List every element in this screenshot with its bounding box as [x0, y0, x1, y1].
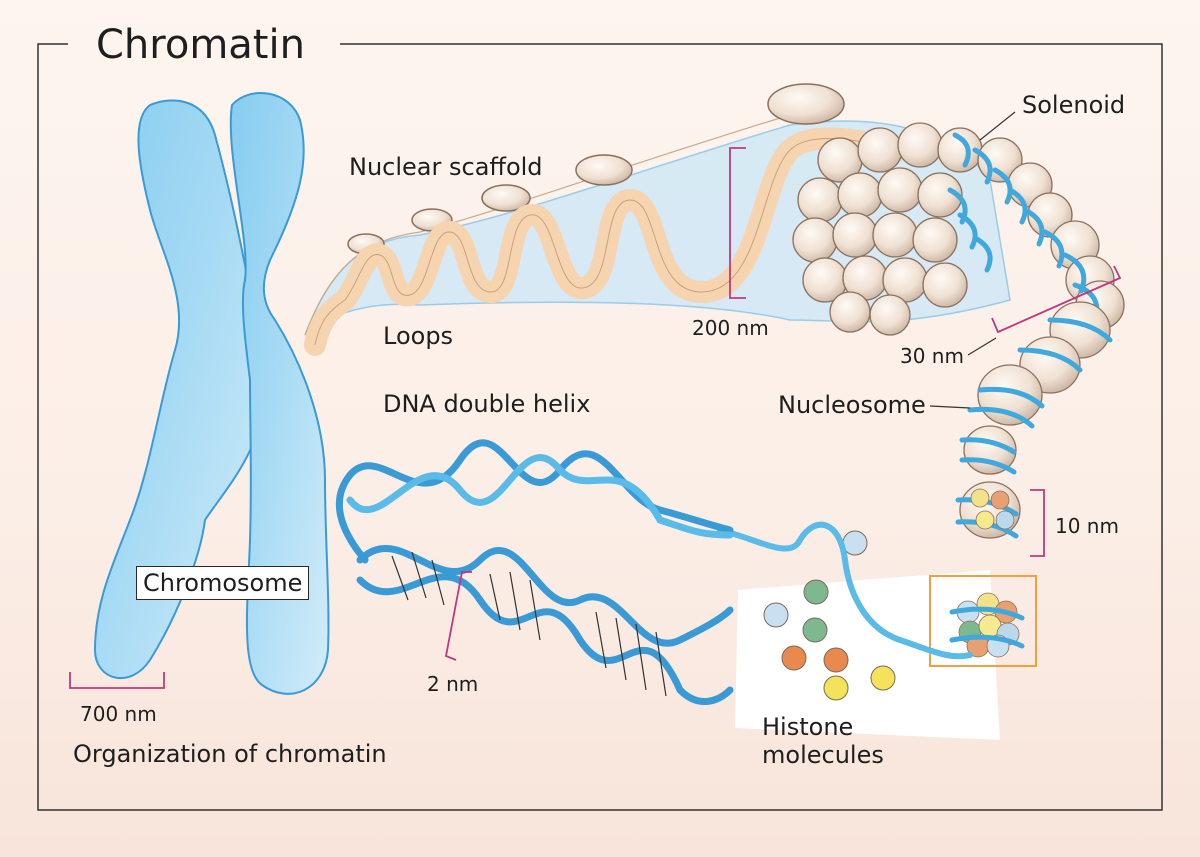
label-solenoid: Solenoid — [1022, 91, 1126, 119]
nucleosome-chain — [955, 301, 1113, 539]
base-pairs — [391, 551, 667, 697]
label-nuclear-scaffold: Nuclear scaffold — [349, 153, 543, 181]
label-dna-double-helix: DNA double helix — [383, 390, 591, 418]
label-10nm: 10 nm — [1055, 514, 1119, 538]
label-leaders — [929, 111, 1016, 409]
frame-border — [37, 43, 1163, 811]
label-histone-line1: Histone — [762, 713, 854, 741]
scaffold-ovals — [347, 83, 845, 255]
page-title: Chromatin — [96, 22, 305, 68]
histone-panel — [735, 570, 1000, 740]
label-histone-line2: molecules — [762, 741, 884, 769]
loops-outline — [314, 138, 901, 346]
label-700nm: 700 nm — [80, 702, 157, 726]
label-loops: Loops — [383, 322, 454, 350]
label-30nm: 30 nm — [900, 344, 964, 368]
chromosome-shape — [93, 92, 330, 695]
free-histones — [763, 530, 896, 701]
caption-organization: Organization of chromatin — [73, 740, 387, 768]
octamer-wrap — [949, 606, 1025, 649]
histone-octamer-box — [929, 575, 1037, 667]
label-2nm: 2 nm — [427, 672, 479, 696]
label-200nm: 200 nm — [692, 316, 769, 340]
linker-dna — [717, 521, 973, 660]
solenoid-cluster — [792, 122, 1125, 336]
label-chromosome: Chromosome — [136, 566, 310, 600]
label-nucleosome: Nucleosome — [778, 391, 926, 419]
solenoid-coils — [947, 132, 1100, 322]
dna-double-helix — [335, 439, 734, 706]
scale-brackets — [69, 147, 1122, 689]
